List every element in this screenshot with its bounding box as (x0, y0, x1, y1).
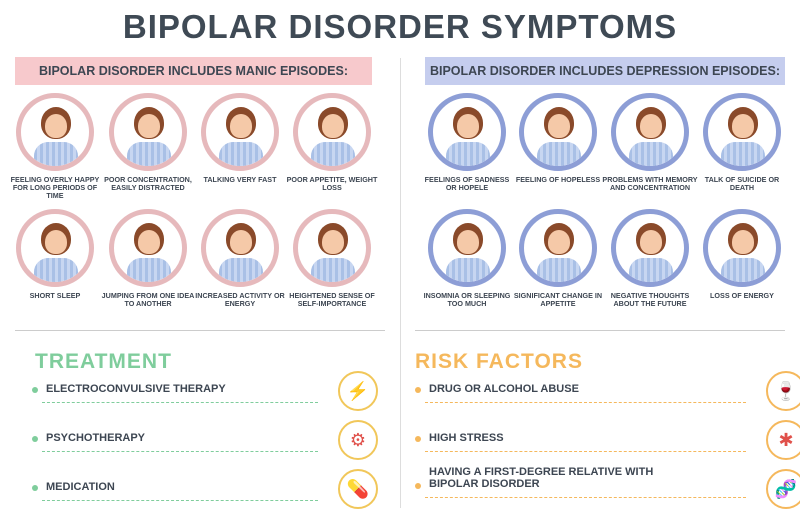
symptom-label: NEGATIVE THOUGHTS ABOUT THE FUTURE (610, 291, 690, 308)
symptom-illustration-icon (428, 209, 506, 287)
risk-item: HIGH STRESS (415, 432, 746, 452)
symptom-label: FEELING OF HOPELESS (515, 175, 601, 184)
symptom-label: FEELINGS OF SADNESS OR HOPELE (424, 175, 510, 192)
item-label: PSYCHOTHERAPY (46, 432, 146, 444)
risk-item: DRUG OR ALCOHOL ABUSE (415, 383, 746, 403)
divider (400, 58, 401, 508)
symptom-illustration-icon (519, 93, 597, 171)
symptom-card: HEIGHTENED SENSE OF SELF-IMPORTANCE (284, 209, 380, 308)
symptom-card: SIGNIFICANT CHANGE IN APPETITE (510, 209, 606, 308)
symptom-card: FEELING OVERLY HAPPY FOR LONG PERIODS OF… (7, 93, 103, 200)
symptom-label: POOR APPETITE, WEIGHT LOSS (286, 175, 378, 192)
symptom-label: TALK OF SUICIDE OR DEATH (704, 175, 780, 192)
symptom-card: TALKING VERY FAST (192, 93, 288, 184)
symptom-card: FEELINGS OF SADNESS OR HOPELE (419, 93, 515, 192)
stressed-head-icon: ✱ (766, 420, 800, 460)
symptom-label: INSOMNIA OR SLEEPING TOO MUCH (423, 291, 511, 308)
head-gear-icon: ⚙ (338, 420, 378, 460)
symptom-illustration-icon (109, 209, 187, 287)
bullet-icon (32, 485, 38, 491)
symptom-label: PROBLEMS WITH MEMORY AND CONCENTRATION (602, 175, 698, 192)
risk-item: HAVING A FIRST-DEGREE RELATIVE WITH BIPO… (415, 466, 746, 498)
symptom-illustration-icon (293, 209, 371, 287)
bullet-icon (415, 387, 421, 393)
symptom-illustration-icon (16, 209, 94, 287)
symptom-illustration-icon (201, 209, 279, 287)
bullet-icon (415, 436, 421, 442)
symptom-label: TALKING VERY FAST (203, 175, 277, 184)
risk-factors-title: RISK FACTORS (415, 350, 583, 373)
bullet-icon (32, 387, 38, 393)
symptom-card: SHORT SLEEP (7, 209, 103, 300)
treatment-item: PSYCHOTHERAPY (32, 432, 318, 452)
symptom-illustration-icon (293, 93, 371, 171)
symptom-illustration-icon (611, 93, 689, 171)
symptom-illustration-icon (16, 93, 94, 171)
depression-banner: BIPOLAR DISORDER INCLUDES DEPRESSION EPI… (425, 57, 785, 85)
symptom-illustration-icon (428, 93, 506, 171)
symptom-illustration-icon (201, 93, 279, 171)
symptom-card: FEELING OF HOPELESS (510, 93, 606, 184)
symptom-card: POOR APPETITE, WEIGHT LOSS (284, 93, 380, 192)
item-label: ELECTROCONVULSIVE THERAPY (46, 383, 226, 395)
symptom-label: FEELING OVERLY HAPPY FOR LONG PERIODS OF… (10, 175, 100, 200)
page-title: BIPOLAR DISORDER SYMPTOMS (122, 8, 678, 45)
symptom-label: HEIGHTENED SENSE OF SELF-IMPORTANCE (289, 291, 375, 308)
item-label: HIGH STRESS (429, 432, 504, 444)
manic-banner: BIPOLAR DISORDER INCLUDES MANIC EPISODES… (15, 57, 372, 85)
symptom-illustration-icon (703, 93, 781, 171)
symptom-label: LOSS OF ENERGY (710, 291, 774, 300)
symptom-illustration-icon (519, 209, 597, 287)
symptom-card: NEGATIVE THOUGHTS ABOUT THE FUTURE (602, 209, 698, 308)
item-label: MEDICATION (46, 481, 115, 493)
treatment-item: ELECTROCONVULSIVE THERAPY (32, 383, 318, 403)
symptom-label: SHORT SLEEP (29, 291, 81, 300)
item-label: DRUG OR ALCOHOL ABUSE (429, 383, 579, 395)
symptom-label: JUMPING FROM ONE IDEA TO ANOTHER (101, 291, 195, 308)
symptom-card: JUMPING FROM ONE IDEA TO ANOTHER (100, 209, 196, 308)
symptom-card: LOSS OF ENERGY (694, 209, 790, 300)
bullet-icon (32, 436, 38, 442)
divider (15, 330, 385, 331)
symptom-card: INSOMNIA OR SLEEPING TOO MUCH (419, 209, 515, 308)
treatment-item: MEDICATION (32, 481, 318, 501)
symptom-illustration-icon (703, 209, 781, 287)
symptom-label: INCREASED ACTIVITY OR ENERGY (195, 291, 285, 308)
item-label: HAVING A FIRST-DEGREE RELATIVE WITH BIPO… (429, 466, 654, 490)
symptom-card: INCREASED ACTIVITY OR ENERGY (192, 209, 288, 308)
symptom-illustration-icon (109, 93, 187, 171)
symptom-card: TALK OF SUICIDE OR DEATH (694, 93, 790, 192)
bullet-icon (415, 483, 421, 489)
symptom-label: POOR CONCENTRATION, EASILY DISTRACTED (104, 175, 192, 192)
symptom-label: SIGNIFICANT CHANGE IN APPETITE (513, 291, 603, 308)
treatment-title: TREATMENT (35, 350, 172, 373)
symptom-card: PROBLEMS WITH MEMORY AND CONCENTRATION (602, 93, 698, 192)
divider (415, 330, 785, 331)
lightning-icon: ⚡ (338, 371, 378, 411)
dna-icon: 🧬 (766, 469, 800, 509)
symptom-card: POOR CONCENTRATION, EASILY DISTRACTED (100, 93, 196, 192)
pills-icon: 💊 (338, 469, 378, 509)
symptom-illustration-icon (611, 209, 689, 287)
wine-glass-icon: 🍷 (766, 371, 800, 411)
